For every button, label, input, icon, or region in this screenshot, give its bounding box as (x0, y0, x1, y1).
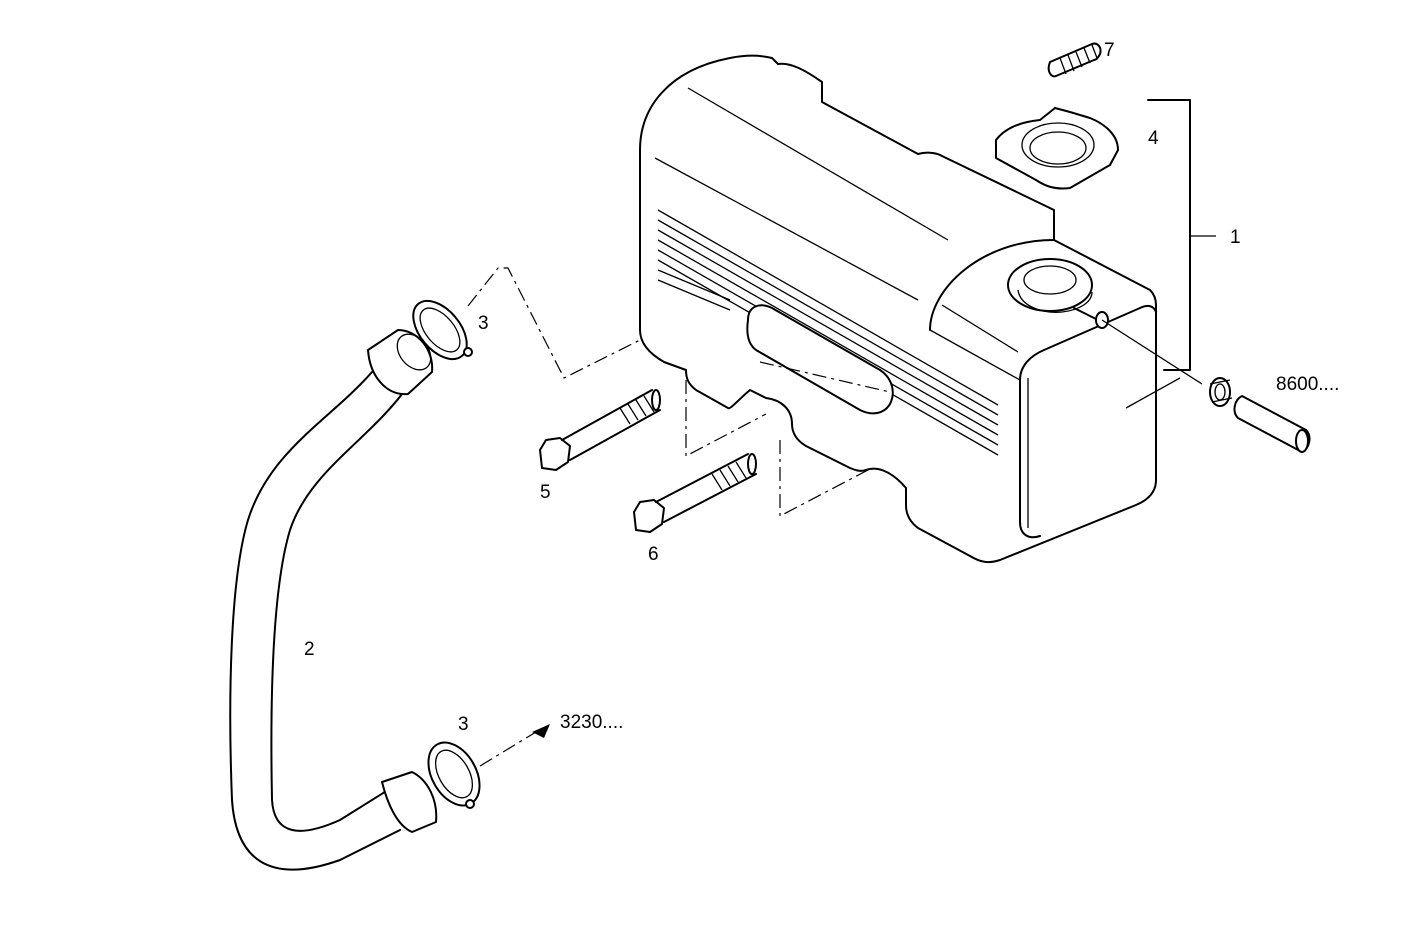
cap-part-4 (995, 107, 1119, 190)
callout-6: 6 (648, 544, 659, 565)
callout-1: 1 (1230, 227, 1241, 248)
callout-3-bottom: 3 (458, 714, 469, 735)
reference-3230: 3230.... (560, 712, 623, 733)
coolant-hose-part-2 (229, 329, 438, 871)
expansion-tank (639, 54, 1157, 564)
callout-2: 2 (304, 639, 315, 660)
callout-3-top: 3 (478, 313, 489, 334)
small-clamp (1209, 377, 1233, 407)
hose-clamp-top (412, 299, 473, 361)
overflow-pipe (1233, 395, 1311, 453)
callout-4: 4 (1148, 128, 1159, 149)
tank-ribs (657, 209, 999, 456)
callout-7: 7 (1104, 40, 1115, 61)
reference-8600: 8600.... (1276, 374, 1339, 395)
bolt-part-5 (539, 389, 661, 471)
bolt-part-6 (633, 453, 757, 533)
callout-bracket-1 (1147, 99, 1191, 371)
spring-part-7 (1047, 42, 1102, 78)
assembly-lines (467, 267, 891, 767)
arrow-icon (532, 724, 550, 738)
hose-clamp-bottom (427, 741, 481, 809)
callout-5: 5 (540, 482, 551, 503)
